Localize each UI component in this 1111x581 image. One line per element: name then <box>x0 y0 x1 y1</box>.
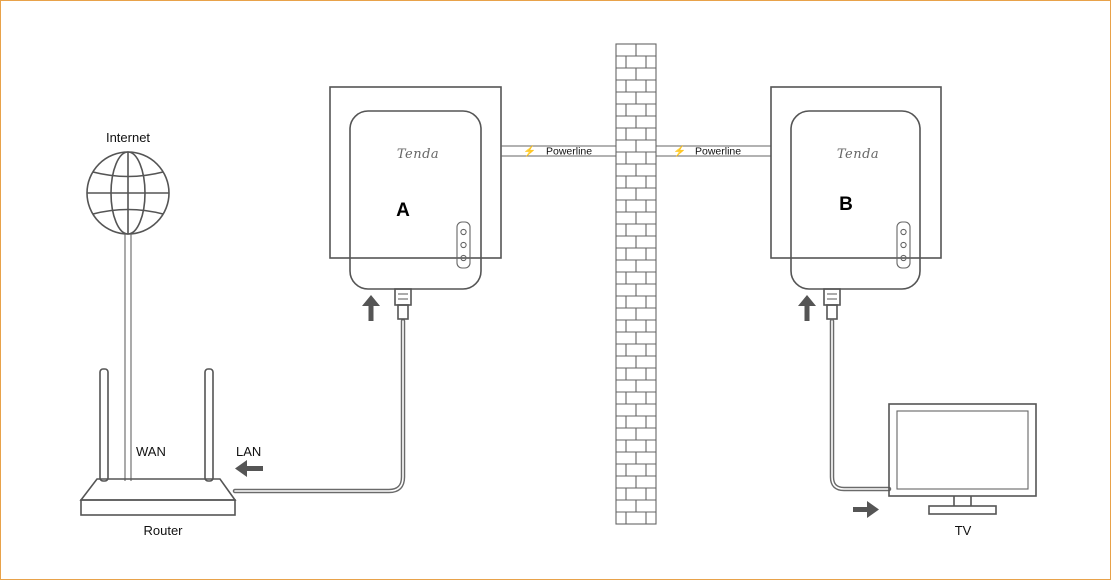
adapter-b-up-arrow-icon <box>798 295 816 321</box>
wall-socket-a <box>329 86 502 259</box>
lan-label: LAN <box>236 444 261 459</box>
powerline-adapter-a <box>349 110 482 290</box>
wall-socket-b <box>770 86 942 259</box>
adapter-b-letter: B <box>839 194 853 215</box>
powerline-link-b <box>656 145 771 157</box>
router-icon <box>79 368 237 516</box>
powerline-a-label: Powerline <box>546 146 592 158</box>
cable-adapter-b-to-tv <box>829 318 892 492</box>
adapter-a-letter: A <box>396 200 410 221</box>
wan-label: WAN <box>136 444 166 459</box>
router-label: Router <box>143 523 183 538</box>
powerline-bolt-icon: ⚡ <box>673 145 686 158</box>
tv-label: TV <box>955 523 972 538</box>
wan-line <box>124 234 132 481</box>
internet-label: Internet <box>106 130 150 145</box>
powerline-b-label: Powerline <box>695 146 741 158</box>
adapter-b-brand-logo: Tenda <box>837 147 879 162</box>
powerline-link-a <box>501 145 616 157</box>
adapter-a-brand-logo: Tenda <box>397 147 439 162</box>
adapter-b-ethernet-plug-icon <box>823 288 841 320</box>
tv-arrow-icon <box>853 501 879 518</box>
cable-router-to-adapter-a <box>232 318 406 494</box>
adapter-a-ethernet-plug-icon <box>394 288 412 320</box>
internet-globe-icon <box>86 151 170 235</box>
powerline-bolt-icon: ⚡ <box>523 145 536 158</box>
powerline-adapter-b <box>790 110 921 290</box>
brick-wall <box>615 43 657 525</box>
adapter-a-up-arrow-icon <box>362 295 380 321</box>
tv-icon <box>888 403 1037 515</box>
lan-arrow-icon <box>235 460 263 477</box>
